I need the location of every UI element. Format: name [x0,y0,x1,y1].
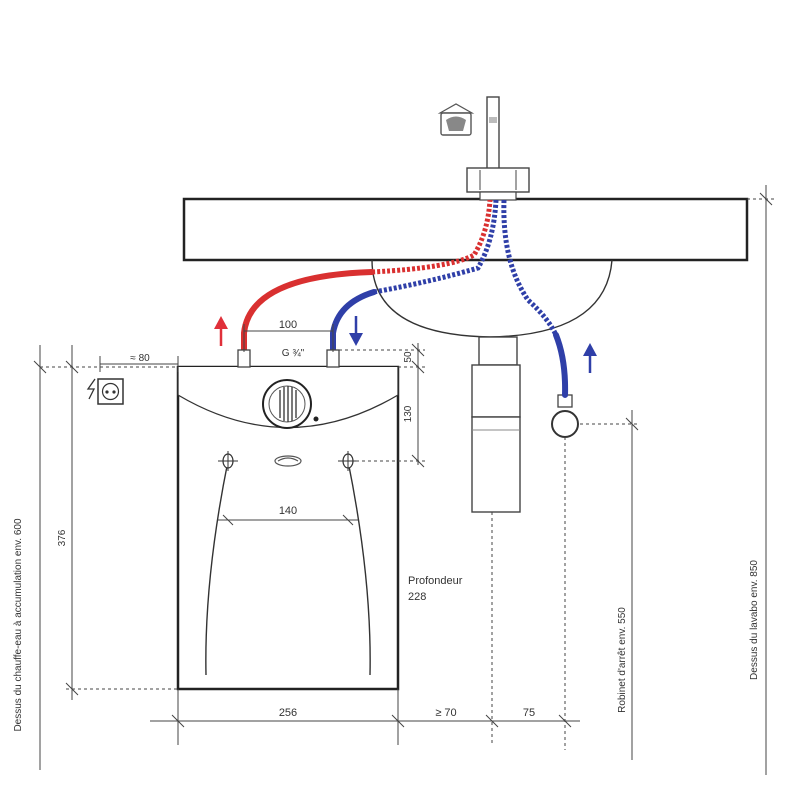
supply-pipe-hidden [501,199,559,337]
dimension-70: ≥ 70 [435,707,456,719]
depth-value: 228 [408,591,426,603]
heater-top-height-label: Dessus du chauffe-eau à accumulation env… [13,518,24,732]
flow-arrow-cold [349,316,363,346]
faucet-logo-icon [437,103,475,136]
power-outlet-icon [86,378,124,405]
supply-pipe [553,332,569,398]
pipes [241,199,569,398]
indicator-light [313,416,319,422]
mounting-point-right [338,451,358,471]
depth-label: Profondeur [408,575,463,587]
dimension-376: 376 [57,529,68,546]
dimension-140: 140 [279,505,297,517]
mounting-point-left [218,451,238,471]
washbasin-countertop [182,197,749,262]
dimension-100: 100 [279,319,297,331]
hot-pipe-hidden [371,199,493,275]
temperature-knob [262,379,312,429]
dimension-80: ≈ 80 [130,353,150,364]
dimension-lines [33,185,775,775]
faucet [466,96,530,201]
brand-emblem-icon [274,455,302,467]
hot-pipe [241,269,375,353]
flow-arrow-supply [583,343,597,373]
dimension-75: 75 [523,707,535,719]
heater-inner-curve-right [347,460,371,676]
basin-top-height-label: Dessus du lavabo env. 850 [749,560,760,680]
connection-thread-label: G ¾" [282,348,305,359]
cold-connection-fitting [326,349,340,368]
cold-pipe-hidden [373,199,499,295]
dimension-130: 130 [403,405,414,422]
dimension-256: 256 [279,707,297,719]
water-heater [176,349,400,691]
dimension-50: 50 [403,351,414,363]
shutoff-valve [551,394,579,438]
drain-siphon [471,336,521,513]
shutoff-valve-height-label: Robinet d'arrêt env. 550 [617,607,628,713]
hot-connection-fitting [237,349,251,368]
heater-inner-curve-left [205,460,229,676]
flow-arrow-hot [214,316,228,346]
